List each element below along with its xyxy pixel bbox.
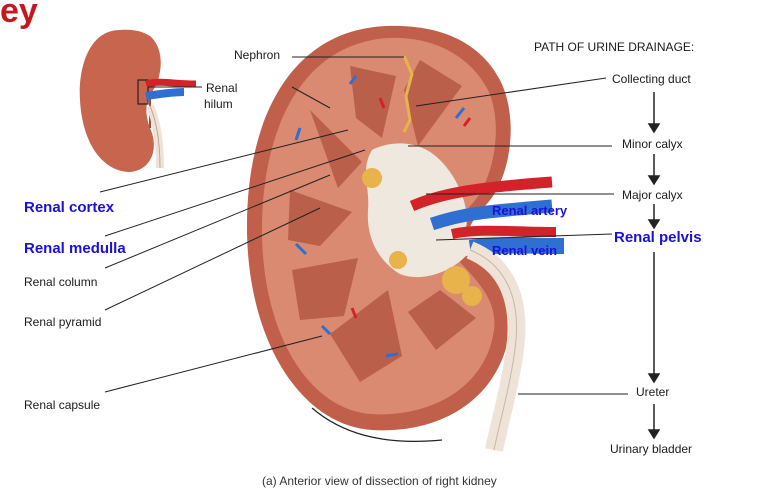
label-renal-column: Renal column [24, 275, 98, 289]
pathway-step-major-calyx: Major calyx [622, 188, 683, 202]
label-renal-artery: Renal artery [492, 203, 568, 218]
title-fragment: ey [0, 0, 38, 30]
pathway-arrows [647, 92, 661, 440]
pathway-step-collecting-duct: Collecting duct [612, 72, 691, 86]
label-renal-hilum-1: Renal [206, 81, 238, 95]
pathway-step-ureter: Ureter [636, 385, 670, 399]
label-renal-capsule: Renal capsule [24, 398, 101, 412]
pathway-heading: PATH OF URINE DRAINAGE: [534, 40, 695, 54]
label-renal-pyramid: Renal pyramid [24, 315, 102, 329]
pathway-step-minor-calyx: Minor calyx [622, 137, 683, 151]
leader-lines [99, 56, 628, 395]
label-renal-hilum-2: hilum [204, 97, 233, 111]
main-kidney [246, 25, 565, 452]
overview-kidney [79, 29, 197, 172]
label-renal-pelvis: Renal pelvis [614, 229, 702, 246]
label-nephron: Nephron [234, 48, 281, 62]
label-renal-vein: Renal vein [492, 243, 558, 258]
label-renal-cortex: Renal cortex [24, 199, 115, 216]
figure-caption: (a) Anterior view of dissection of right… [262, 474, 497, 488]
label-renal-medulla: Renal medulla [24, 240, 126, 257]
pathway-step-urinary-bladder: Urinary bladder [610, 442, 693, 456]
